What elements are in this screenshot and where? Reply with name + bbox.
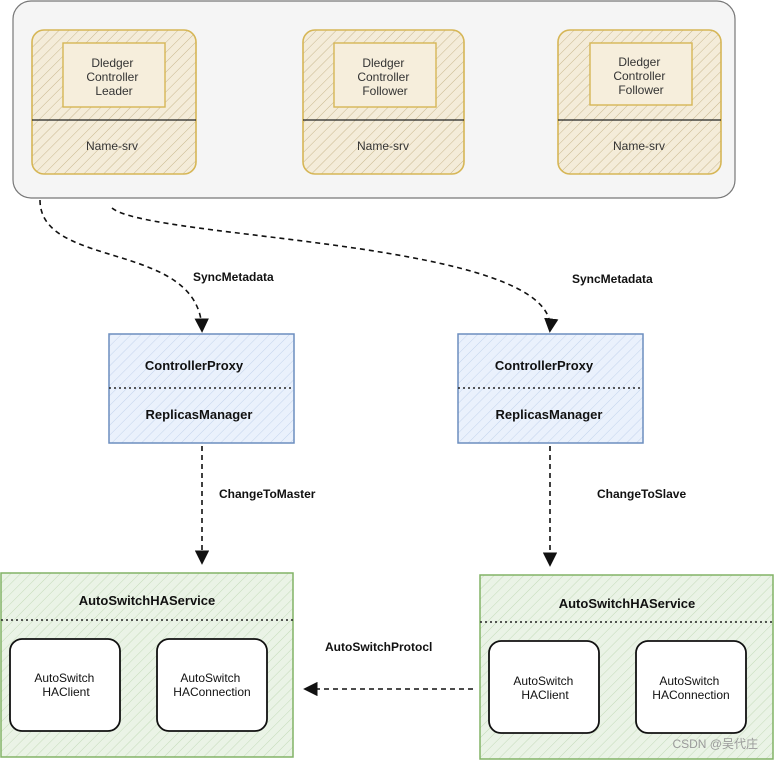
ha-connection-label-line: AutoSwitch bbox=[659, 674, 719, 688]
ha-connection-label-line: HAConnection bbox=[652, 688, 729, 702]
ha-service-title: AutoSwitchHAService bbox=[79, 593, 216, 608]
svg-text:AutoSwitch HAConnection: AutoSwitch HAConnection bbox=[173, 671, 250, 699]
namesrv-label: Name-srv bbox=[613, 139, 665, 153]
namesrv-label: Name-srv bbox=[357, 139, 409, 153]
controller-label-line: Leader bbox=[95, 84, 132, 98]
watermark-text: CSDN @吴代庄 bbox=[672, 736, 758, 751]
controller-label-line: Follower bbox=[618, 83, 663, 97]
sync-metadata-edge-right bbox=[111, 207, 559, 333]
cluster-node-leader: Dledger Controller Leader Name-srv bbox=[31, 29, 197, 175]
svg-text:AutoSwitch HAConnection: AutoSwitch HAConnection bbox=[652, 674, 729, 702]
svg-text:Dledger Controller: Dledger Controller Follower bbox=[613, 55, 668, 97]
controller-label-line: Dledger bbox=[91, 56, 133, 70]
ha-service-box-right: AutoSwitchHAService AutoSwitch HAClient … bbox=[479, 574, 774, 760]
replicas-manager-label: ReplicasManager bbox=[146, 407, 253, 422]
controller-proxy-label: ControllerProxy bbox=[495, 358, 594, 373]
ha-client-label-line: HAClient bbox=[521, 688, 569, 702]
controller-label-line: Follower bbox=[362, 84, 407, 98]
controller-label-line: Controller bbox=[613, 69, 665, 83]
svg-text:AutoSwitch HAClient: AutoSwitch HAClient bbox=[513, 674, 576, 702]
controller-proxy-box-left: ControllerProxy ReplicasManager bbox=[108, 333, 295, 444]
cluster-node-follower-2: Dledger Controller Follower Name-srv bbox=[557, 29, 722, 175]
change-to-slave-label: ChangeToSlave bbox=[597, 487, 686, 501]
controller-proxy-box-right: ControllerProxy ReplicasManager bbox=[457, 333, 644, 444]
ha-service-box-left: AutoSwitchHAService AutoSwitch HAClient … bbox=[0, 572, 294, 758]
controller-label-line: Controller bbox=[86, 70, 138, 84]
ha-connection-label-line: HAConnection bbox=[173, 685, 250, 699]
controller-label-line: Dledger bbox=[618, 55, 660, 69]
controller-label-line: Dledger bbox=[362, 56, 404, 70]
sync-metadata-label-left: SyncMetadata bbox=[193, 270, 274, 284]
ha-connection-label-line: AutoSwitch bbox=[180, 671, 240, 685]
namesrv-label: Name-srv bbox=[86, 139, 138, 153]
controller-label-line: Controller bbox=[357, 70, 409, 84]
svg-text:Dledger Controller: Dledger Controller Follower bbox=[357, 56, 412, 98]
controller-proxy-label: ControllerProxy bbox=[145, 358, 244, 373]
replicas-manager-label: ReplicasManager bbox=[496, 407, 603, 422]
svg-text:Dledger Controller: Dledger Controller Leader bbox=[86, 56, 141, 98]
ha-client-label-line: HAClient bbox=[42, 685, 90, 699]
ha-service-title: AutoSwitchHAService bbox=[559, 596, 696, 611]
ha-client-label-line: AutoSwitch bbox=[34, 671, 94, 685]
cluster-node-follower-1: Dledger Controller Follower Name-srv bbox=[302, 29, 465, 175]
auto-switch-protocol-label: AutoSwitchProtocl bbox=[325, 640, 432, 654]
sync-metadata-label-right: SyncMetadata bbox=[572, 272, 653, 286]
ha-client-label-line: AutoSwitch bbox=[513, 674, 573, 688]
sync-metadata-edge-left bbox=[39, 199, 209, 333]
change-to-master-label: ChangeToMaster bbox=[219, 487, 316, 501]
svg-text:AutoSwitch HAClient: AutoSwitch HAClient bbox=[34, 671, 97, 699]
